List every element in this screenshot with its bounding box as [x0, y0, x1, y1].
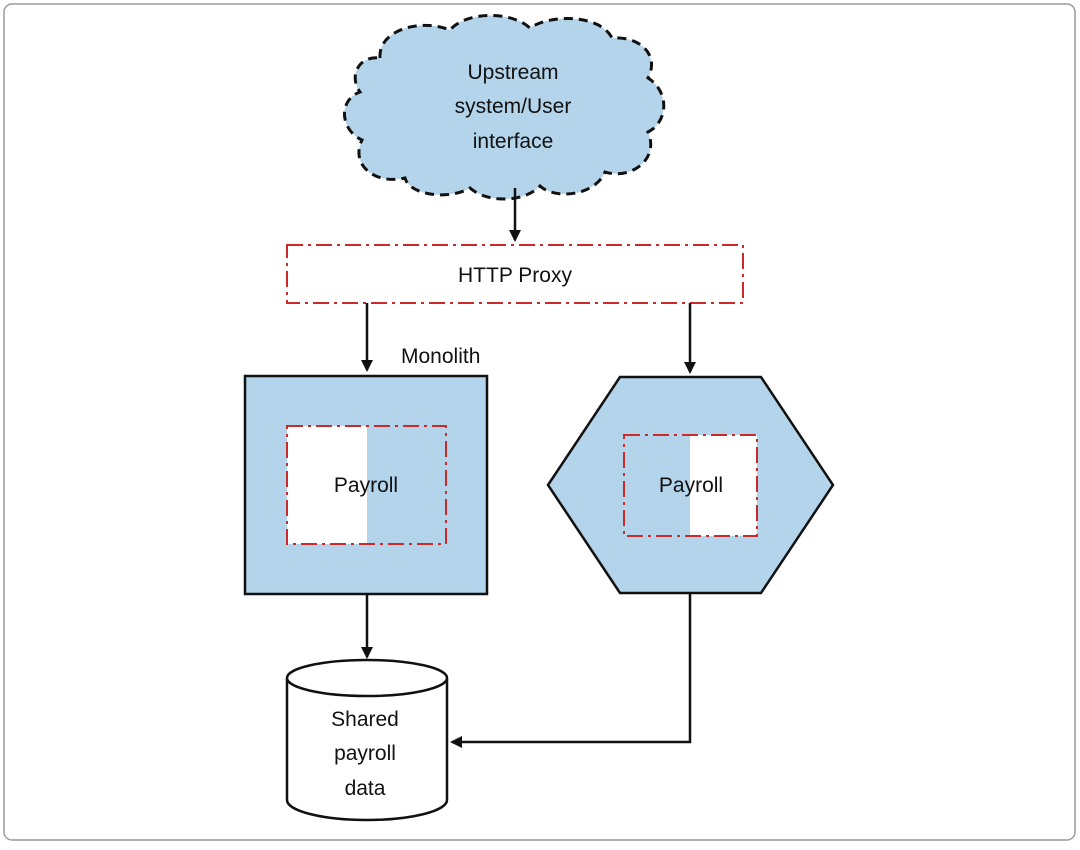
figure-border: [3, 3, 1076, 841]
monolith-payroll-label: Payroll: [334, 474, 398, 497]
database-label-line-2: payroll: [334, 742, 396, 765]
upstream-label-line-3: interface: [473, 130, 554, 153]
arrow-service-to-database: [450, 593, 692, 748]
upstream-label-line-1: Upstream: [467, 61, 558, 84]
database-label-line-3: data: [345, 777, 386, 800]
http-proxy-box: HTTP Proxy: [286, 244, 744, 304]
monolith-box: Payroll: [243, 374, 489, 596]
database-label-line-1: Shared: [331, 708, 399, 731]
shared-payroll-database: Shared payroll data: [285, 658, 449, 822]
monolith-label: Monolith: [401, 345, 480, 368]
monolith-payroll-white-fill: [287, 426, 367, 544]
service-payroll-module: [623, 434, 758, 537]
service-payroll-label: Payroll: [659, 474, 723, 497]
payroll-service-hexagon: Payroll: [546, 375, 835, 595]
monolith-payroll-module: [286, 425, 447, 545]
http-proxy-label: HTTP Proxy: [458, 264, 572, 287]
service-payroll-white-fill: [690, 435, 757, 536]
upstream-cloud: Upstream system/User interface: [343, 14, 666, 201]
upstream-label-line-2: system/User: [455, 95, 572, 118]
